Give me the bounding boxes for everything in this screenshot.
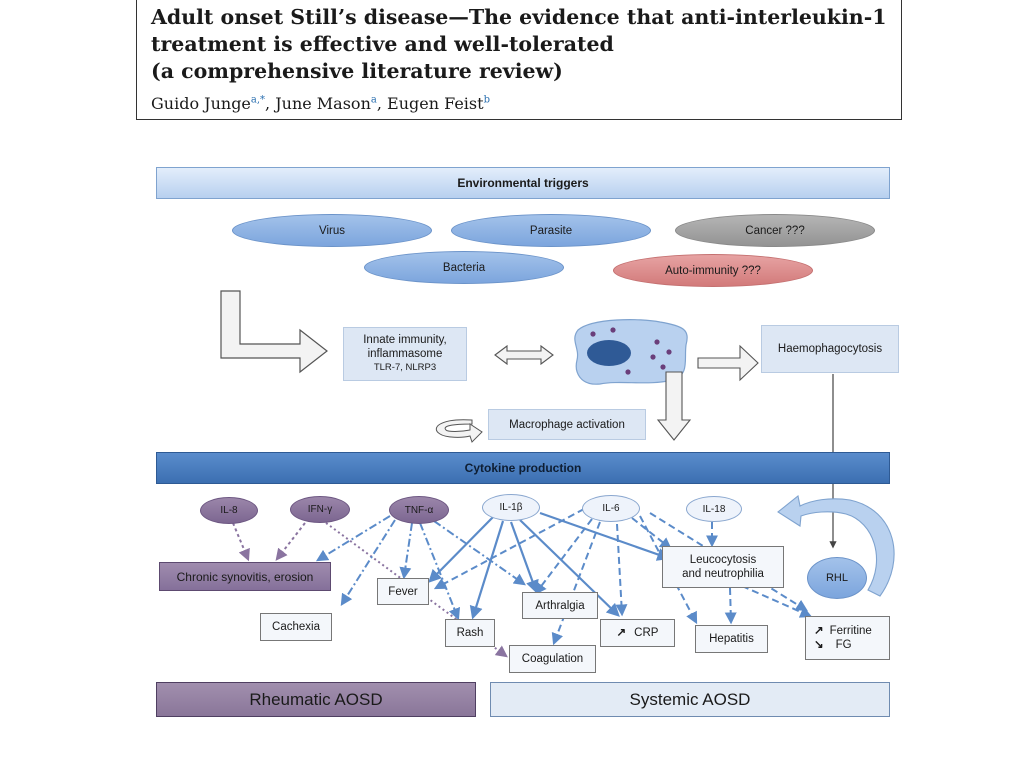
author-name: Eugen Feist xyxy=(387,94,484,113)
arthralgia-box: Arthralgia xyxy=(522,592,598,619)
il8-to-synovitis-arrow xyxy=(232,522,250,562)
ferritine-label: Ferritine xyxy=(829,625,872,637)
systemic-aosd-box: Systemic AOSD xyxy=(490,682,890,717)
macrophage-cell-icon xyxy=(574,319,688,385)
paper-title-line-1: Adult onset Still’s disease—The evidence… xyxy=(151,5,887,29)
trigger-parasite: Parasite xyxy=(451,214,651,247)
increase-arrow-icon: ↗ xyxy=(814,625,824,637)
innate-immunity-box: Innate immunity, inflammasome TLR-7, NLR… xyxy=(343,327,467,381)
fever-box: Fever xyxy=(377,578,429,605)
fg-label: FG xyxy=(835,639,852,651)
author-name: Guido Junge xyxy=(151,94,251,113)
cytokine-tnf-alpha: TNF-α xyxy=(389,496,449,524)
rhl-to-il18-curved-arrow xyxy=(777,495,895,597)
tnf-to-synovitis-arrow xyxy=(315,515,391,562)
il6-to-crp-arrow xyxy=(615,523,628,617)
author-affiliation[interactable]: a xyxy=(370,94,377,106)
leucocytosis-to-ferritine-arrow xyxy=(741,585,813,618)
haemophagocytosis-box: Haemophagocytosis xyxy=(761,325,899,373)
ferritine-row: ↗ Ferritine xyxy=(814,624,872,638)
crp-label: CRP xyxy=(634,627,659,639)
il1b-to-arthralgia-arrow xyxy=(509,521,539,594)
il6-to-leucocytosis-arrow xyxy=(631,517,672,550)
decrease-arrow-icon: ↘ xyxy=(814,639,824,651)
paper-header: Adult onset Still’s disease—The evidence… xyxy=(136,0,902,120)
tnf-to-cachexia-arrow xyxy=(340,519,396,607)
ifng-to-synovitis-arrow xyxy=(275,522,306,561)
macrophage-activation-box: Macrophage activation xyxy=(488,409,646,440)
cytokine-ifn-gamma: IFN-γ xyxy=(290,496,350,523)
author-name: June Mason xyxy=(275,94,371,113)
cytokine-il1-beta: IL-1β xyxy=(482,494,540,521)
cytokine-il6: IL-6 xyxy=(582,495,640,522)
environmental-triggers-band: Environmental triggers xyxy=(156,167,890,199)
il6-to-fever-arrow xyxy=(433,508,585,590)
macrophage-to-haemophagocytosis-arrow xyxy=(697,344,759,382)
fg-row: ↘ FG xyxy=(814,638,852,652)
innate-immunity-line-1: Innate immunity, xyxy=(363,334,447,346)
cachexia-box: Cachexia xyxy=(260,613,332,641)
rheumatic-aosd-box: Rheumatic AOSD xyxy=(156,682,476,717)
trigger-virus: Virus xyxy=(232,214,432,247)
leucocytosis-box: Leucocytosis and neutrophilia xyxy=(662,546,784,588)
cytokine-production-band: Cytokine production xyxy=(156,452,890,484)
trigger-to-innate-arrow xyxy=(220,290,328,374)
leucocytosis-line-1: Leucocytosis xyxy=(689,554,757,566)
increase-arrow-icon: ↗ xyxy=(616,627,627,639)
il1b-to-rash-arrow xyxy=(469,520,505,620)
paper-title-line-2: treatment is effective and well-tolerate… xyxy=(151,32,614,56)
tnf-to-arthralgia-arrow xyxy=(433,520,526,586)
author-separator: , xyxy=(265,94,276,113)
rash-box: Rash xyxy=(445,619,495,647)
cytokine-il18: IL-18 xyxy=(686,496,742,522)
macrophage-down-arrow xyxy=(656,371,692,441)
leucocytosis-line-2: and neutrophilia xyxy=(682,568,764,580)
author-affiliation[interactable]: b xyxy=(483,94,490,106)
trigger-bacteria: Bacteria xyxy=(364,251,564,284)
il1b-to-fever-arrow xyxy=(428,514,496,583)
innate-macrophage-double-arrow xyxy=(494,344,554,366)
author-list: Guido Jungea,*, June Masona, Eugen Feist… xyxy=(151,94,490,113)
crp-box: ↗ CRP xyxy=(600,619,675,647)
leucocytosis-to-hepatitis-arrow xyxy=(724,587,737,625)
il1b-to-crp-arrow xyxy=(519,519,620,617)
innate-immunity-line-2: inflammasome xyxy=(367,348,443,360)
cytokine-il8: IL-8 xyxy=(200,497,258,524)
il6-to-arthralgia-arrow xyxy=(534,518,593,595)
paper-title-line-3: (a comprehensive literature review) xyxy=(151,59,563,83)
coagulation-box: Coagulation xyxy=(509,645,596,673)
trigger-cancer: Cancer ??? xyxy=(675,214,875,247)
tnf-to-fever-arrow xyxy=(399,522,413,580)
trigger-autoimmunity: Auto-immunity ??? xyxy=(613,254,813,287)
chronic-synovitis-box: Chronic synovitis, erosion xyxy=(159,562,331,591)
author-separator: , xyxy=(376,94,388,113)
rhl-ellipse: RHL xyxy=(807,557,867,599)
innate-immunity-line-3: TLR-7, NLRP3 xyxy=(373,362,437,373)
paper-title: Adult onset Still’s disease—The evidence… xyxy=(151,4,891,85)
author-affiliation[interactable]: a,* xyxy=(250,94,266,106)
hepatitis-box: Hepatitis xyxy=(695,625,768,653)
ferritine-fg-box: ↗ Ferritine ↘ FG xyxy=(805,616,890,660)
macrophage-activation-loop-arrow xyxy=(435,419,483,443)
